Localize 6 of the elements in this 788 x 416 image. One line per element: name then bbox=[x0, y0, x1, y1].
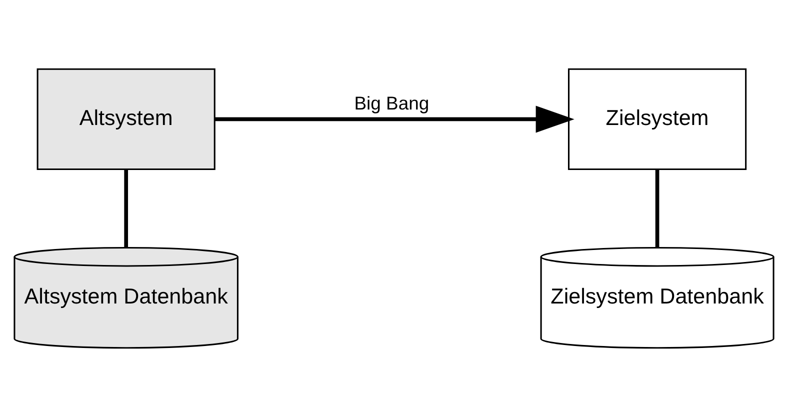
connector bbox=[124, 169, 128, 248]
edge-label: Big Bang bbox=[354, 92, 430, 113]
connector bbox=[655, 169, 660, 248]
arrow bbox=[215, 105, 574, 132]
node-box: Zielsystem bbox=[568, 68, 747, 170]
node-box: Altsystem bbox=[36, 68, 216, 170]
